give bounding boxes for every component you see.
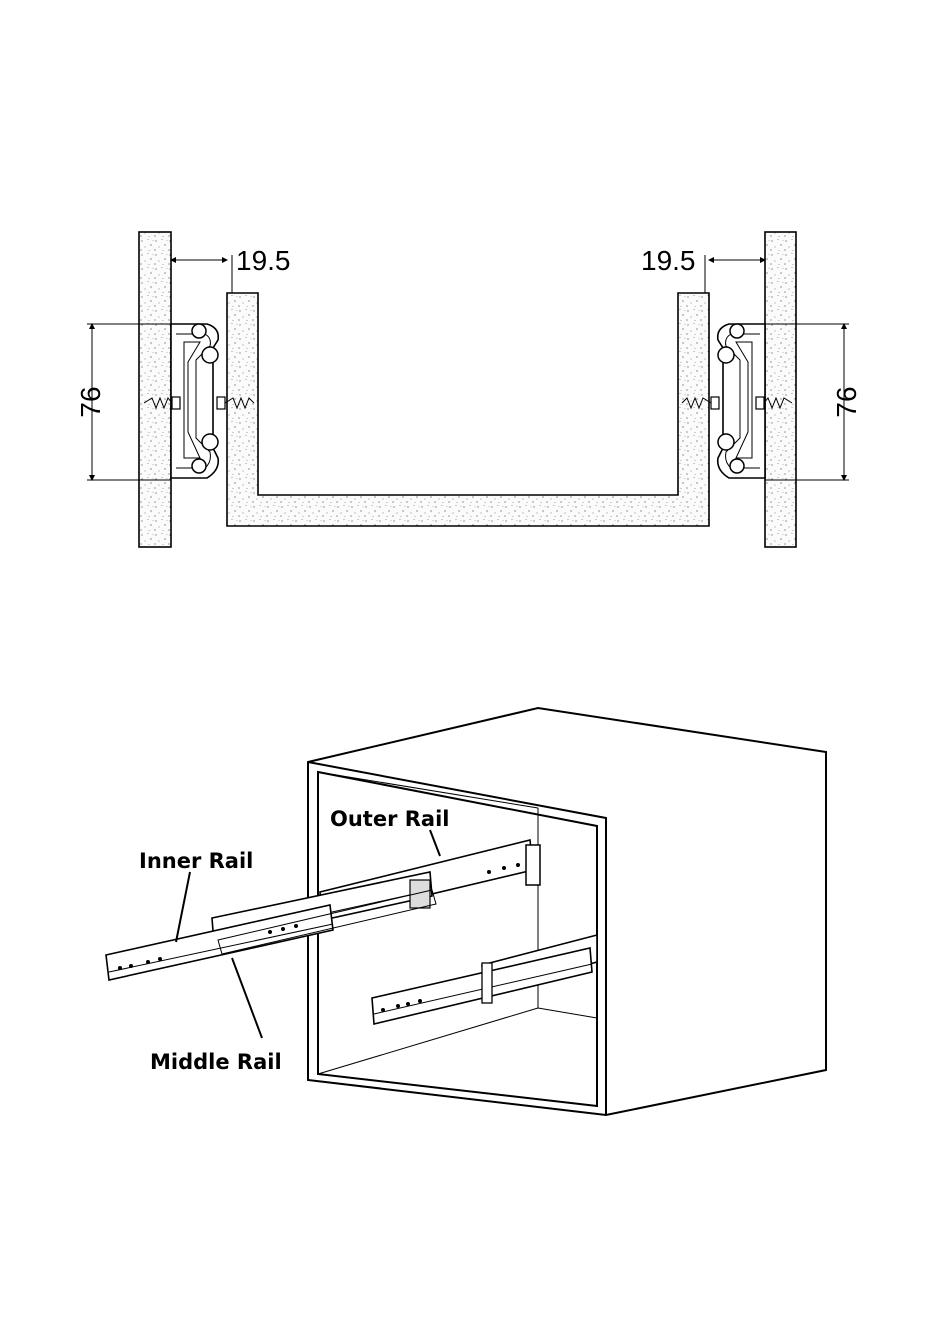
outer-rail-leader (430, 830, 440, 856)
dimension-right-height-label: 76 (831, 386, 862, 417)
dimension-left-gap: 19.5 (171, 245, 291, 293)
inner-rail-label: Inner Rail (139, 849, 253, 873)
left-cabinet-side (139, 232, 171, 547)
right-cabinet-side (765, 232, 796, 547)
outer-rail-label: Outer Rail (330, 807, 450, 831)
section-view: 19.5 19.5 76 76 (75, 232, 862, 547)
dimension-left-gap-label: 19.5 (236, 245, 291, 276)
cabinet-view: Outer Rail Inner Rail Middle Rail (106, 708, 826, 1115)
middle-rail-label: Middle Rail (150, 1050, 282, 1074)
dimension-right-gap: 19.5 (641, 245, 765, 293)
dimension-left-height-label: 76 (75, 386, 106, 417)
drawer-box-section (227, 293, 709, 526)
inner-rail-leader (176, 872, 190, 942)
dimension-right-gap-label: 19.5 (641, 245, 696, 276)
lower-slide (372, 935, 597, 1024)
middle-rail-leader (232, 958, 262, 1038)
